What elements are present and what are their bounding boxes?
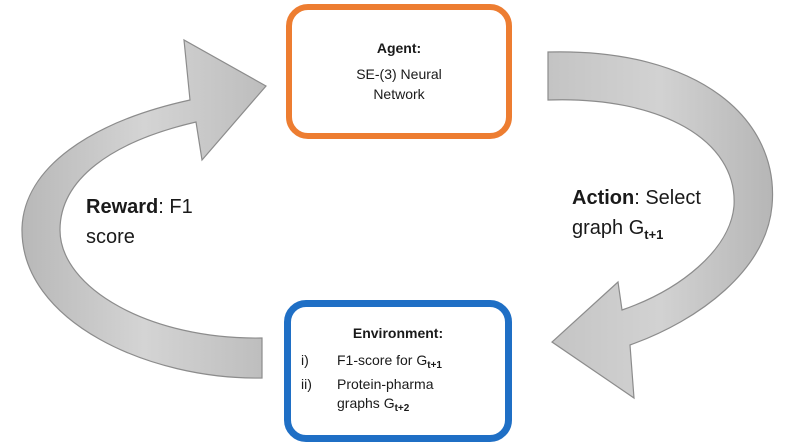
reward-arrow — [21, 38, 267, 379]
item-number: i) — [301, 352, 309, 368]
agent-line-2: Network — [373, 86, 425, 102]
environment-item: ii) Protein-pharma graphs Gt+2 — [301, 375, 505, 418]
environment-list: i) F1-score for Gt+1 ii) Protein-pharma … — [301, 351, 505, 418]
item-number: ii) — [301, 376, 312, 392]
environment-item: i) F1-score for Gt+1 — [301, 351, 505, 375]
reward-bold: Reward — [86, 196, 159, 218]
environment-box: Environment: i) F1-score for Gt+1 ii) Pr… — [284, 300, 512, 442]
action-line-2: graph G — [572, 217, 645, 239]
action-bold: Action — [572, 187, 635, 209]
agent-box: Agent: SE-(3) Neural Network — [286, 4, 512, 139]
action-subscript: t+1 — [644, 227, 664, 242]
item-subscript: t+2 — [394, 403, 410, 414]
reward-rest: : F1 — [158, 196, 193, 218]
action-rest: : Select — [634, 187, 701, 209]
action-arrow — [547, 51, 774, 400]
action-label: Action: Select graph Gt+1 — [572, 183, 701, 250]
item-text: Protein-pharma — [337, 376, 434, 392]
item-subscript: t+1 — [427, 360, 442, 371]
item-text: F1-score for G — [337, 352, 428, 368]
agent-line-1: SE-(3) Neural — [356, 66, 442, 82]
reward-line-2: score — [86, 226, 135, 248]
environment-title: Environment: — [352, 325, 444, 341]
item-text-2: graphs G — [337, 395, 395, 411]
agent-title: Agent: — [376, 40, 422, 56]
reward-label: Reward: F1 score — [86, 192, 193, 252]
